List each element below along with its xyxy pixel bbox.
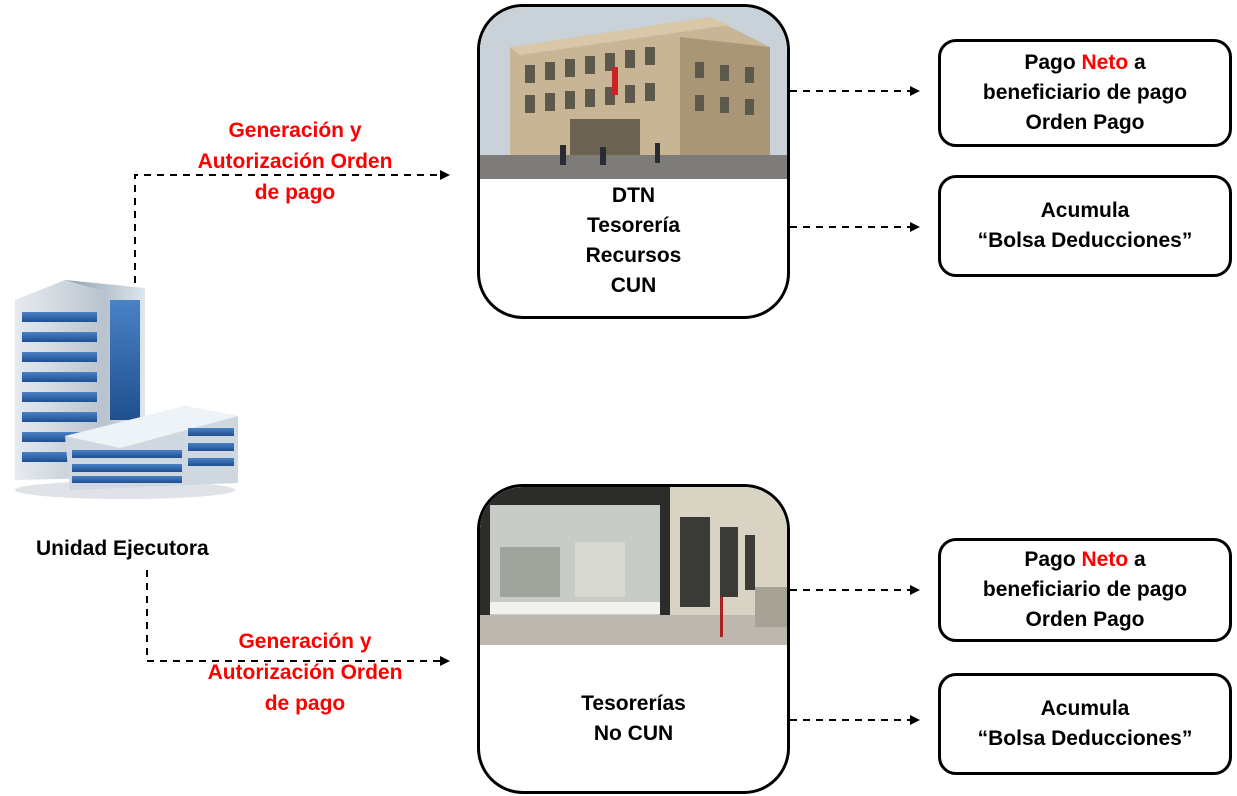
nocun-bolsa-line2: “Bolsa Deducciones” <box>977 727 1193 750</box>
nocun-bolsa-line1: Acumula <box>1040 697 1130 720</box>
dtn-line1: DTN <box>611 184 656 207</box>
dtn-neto-result-box: Pago Neto a beneficiario de pago Orden P… <box>938 39 1232 147</box>
nocun-line2: No CUN <box>593 722 674 745</box>
connector-ue-to-dtn <box>134 170 450 283</box>
dtn-neto-line1: Pago Neto a <box>983 48 1187 78</box>
flow1-label-line2: Autorización Orden <box>197 150 393 173</box>
dtn-bolsa-line1: Acumula <box>1040 199 1130 222</box>
flow1-label-line3: de pago <box>254 181 336 204</box>
nocun-bolsa-result-box: Acumula “Bolsa Deducciones” <box>938 673 1232 775</box>
nocun-line1: Tesorerías <box>581 692 686 715</box>
flow2-label-line2: Autorización Orden <box>207 661 403 684</box>
connector-ue-to-nocun <box>146 570 450 666</box>
nocun-neto-result-box: Pago Neto a beneficiario de pago Orden P… <box>938 538 1232 642</box>
dtn-neto-line2: beneficiario de pago <box>982 81 1188 104</box>
flow2-label-line1: Generación y <box>238 630 372 653</box>
nocun-neto-highlight: Neto <box>1081 548 1129 571</box>
dtn-box: DTN Tesorería Recursos CUN <box>477 4 790 319</box>
dtn-neto-highlight: Neto <box>1081 51 1129 74</box>
dtn-line4: CUN <box>610 274 657 297</box>
dtn-neto-after: a <box>1128 51 1146 74</box>
nocun-neto-line1: Pago Neto a <box>983 545 1187 575</box>
flow2-arrow-label: Generación y Autorización Orden de pago <box>180 626 430 719</box>
dtn-neto-line3: Orden Pago <box>1025 111 1145 134</box>
dtn-bolsa-line2: “Bolsa Deducciones” <box>977 229 1193 252</box>
flow1-label-line1: Generación y <box>228 119 362 142</box>
office-building-icon <box>15 280 238 499</box>
dtn-line3: Recursos <box>585 244 682 267</box>
office-windows-photo <box>480 487 787 645</box>
treasury-building-photo <box>480 7 787 179</box>
flow1-arrow-label: Generación y Autorización Orden de pago <box>180 115 410 208</box>
nocun-neto-line2: beneficiario de pago <box>982 578 1188 601</box>
nocun-neto-line3: Orden Pago <box>1025 608 1145 631</box>
unidad-ejecutora-label: Unidad Ejecutora <box>36 537 209 560</box>
nocun-neto-before: Pago <box>1024 548 1082 571</box>
flow2-label-line3: de pago <box>264 692 346 715</box>
dtn-bolsa-result-box: Acumula “Bolsa Deducciones” <box>938 175 1232 277</box>
nocun-box: Tesorerías No CUN <box>477 484 790 794</box>
dtn-neto-before: Pago <box>1024 51 1082 74</box>
dtn-text: DTN Tesorería Recursos CUN <box>480 181 787 301</box>
dtn-line2: Tesorería <box>587 214 680 237</box>
nocun-text: Tesorerías No CUN <box>480 689 787 749</box>
nocun-neto-after: a <box>1128 548 1146 571</box>
